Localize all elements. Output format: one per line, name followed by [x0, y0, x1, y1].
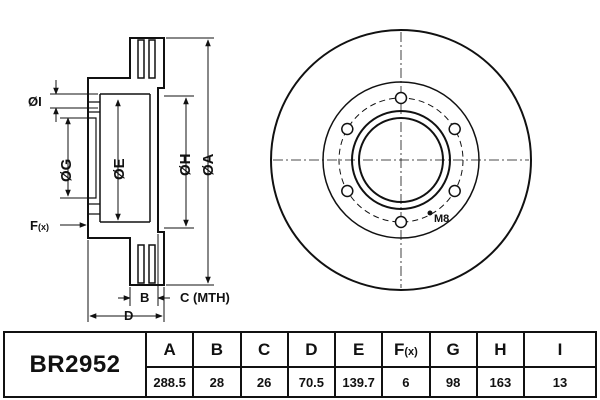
value-e: 139.7: [333, 366, 384, 398]
stud-hole: [394, 215, 408, 229]
value-d: 70.5: [286, 366, 337, 398]
col-header-f-label: F: [393, 339, 405, 359]
vent-slot-top-2: [148, 39, 156, 79]
brake-disc-technical-drawing: ØI ØG ØE ØH ØA F(x) B C (MTH) D M8: [28, 29, 532, 323]
vent-slot-top: [137, 39, 145, 79]
col-header-d: D: [286, 331, 337, 368]
col-header-b: B: [192, 331, 242, 368]
col-header-i: I: [523, 331, 597, 368]
stud-hole: [394, 91, 408, 105]
stud-hole-bottom: [88, 203, 100, 215]
value-f: 6: [381, 366, 431, 398]
vent-slot-bottom-2: [148, 244, 156, 284]
spec-table-header-row: BR2952 A B C D E F(x) G H I: [3, 331, 597, 398]
disc-front-view: [270, 29, 532, 291]
dim-label-i: ØI: [28, 94, 42, 109]
spec-table-value-row: 288.5 28 26 70.5 139.7 6 98 163 13: [4, 366, 597, 398]
dim-label-h: ØH: [177, 154, 194, 177]
stud-holes: [341, 91, 461, 229]
value-b: 28: [192, 366, 242, 398]
part-number: BR2952: [3, 331, 147, 398]
center-bore-step: [88, 117, 97, 199]
col-header-g: G: [428, 331, 478, 368]
dim-label-d: D: [124, 308, 133, 323]
spec-table: BR2952 A B C D E F(x) G H I 288.5 28 26 …: [3, 331, 597, 398]
stud-hole: [341, 122, 354, 136]
disc-outer-edge: [270, 29, 532, 291]
disc-ring-outline: [87, 37, 165, 286]
dim-label-c: C (MTH): [180, 290, 230, 305]
value-c: 26: [239, 366, 289, 398]
stud-hole: [341, 184, 354, 198]
dimension-lines: [50, 37, 214, 322]
dim-label-e: ØE: [111, 158, 128, 180]
dim-label-g: ØG: [58, 159, 75, 182]
col-header-a: A: [144, 331, 195, 368]
stud-hole: [448, 184, 461, 198]
dim-label-f: F(x): [30, 218, 49, 233]
bolt-hole-m8-marker: [427, 210, 433, 216]
col-header-e: E: [333, 331, 384, 368]
col-header-f-sub: (x): [404, 345, 418, 358]
bolt-thread-label: M8: [434, 213, 449, 225]
col-header-h: H: [475, 331, 526, 368]
dim-label-b: B: [140, 290, 149, 305]
value-i: 13: [523, 366, 597, 398]
col-header-c: C: [239, 331, 289, 368]
dim-label-a: ØA: [200, 153, 217, 176]
col-header-f: F(x): [381, 331, 431, 368]
value-a: 288.5: [144, 366, 195, 398]
stud-hole-top: [88, 101, 100, 113]
vent-slot-bottom: [137, 244, 145, 284]
value-h: 163: [475, 366, 526, 398]
hat-inner-wall: [99, 93, 151, 223]
stud-hole: [448, 122, 461, 136]
value-g: 98: [428, 366, 478, 398]
